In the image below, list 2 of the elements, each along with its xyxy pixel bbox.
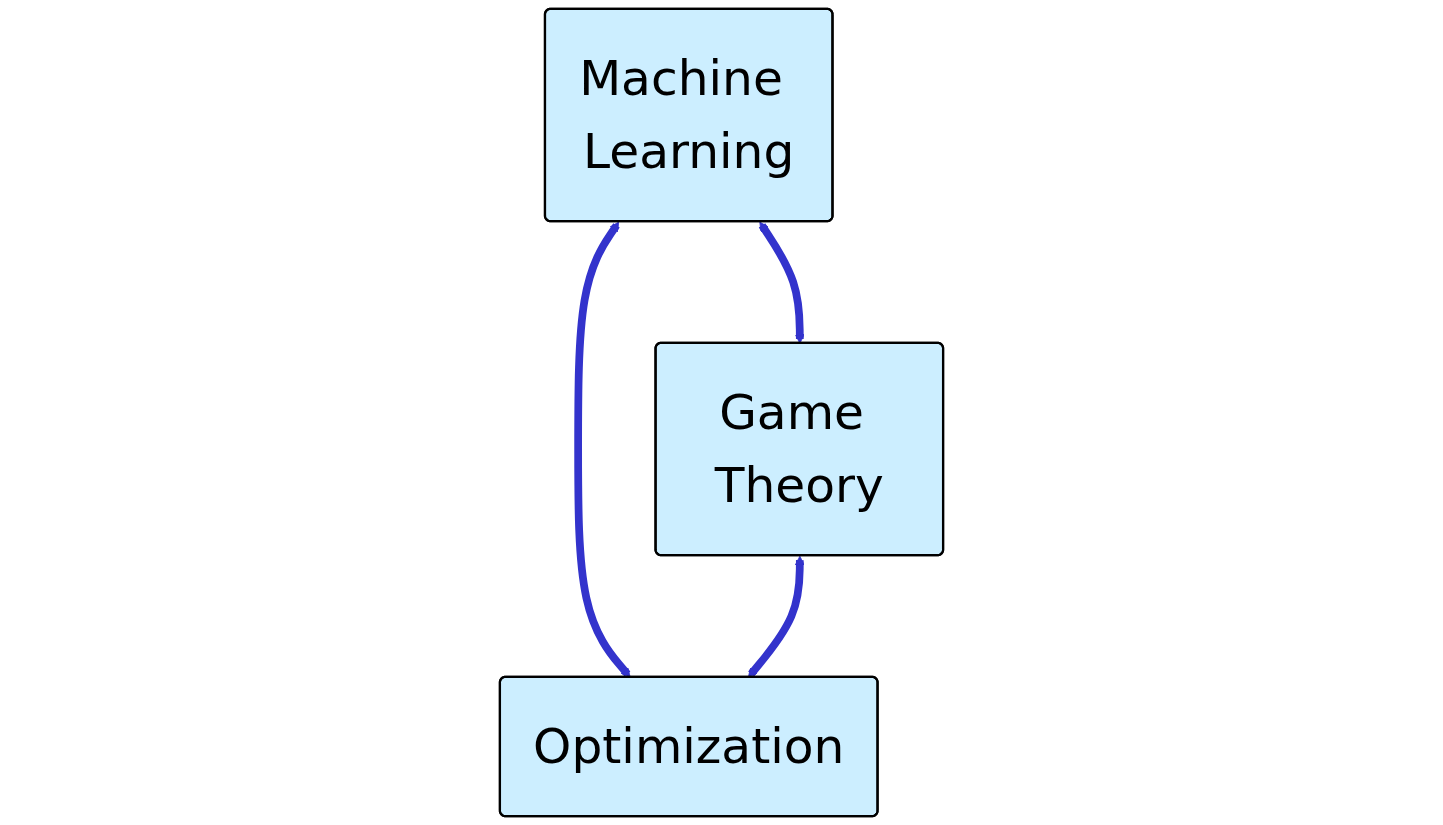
arrow bbox=[747, 555, 805, 678]
arrow bbox=[574, 221, 631, 678]
